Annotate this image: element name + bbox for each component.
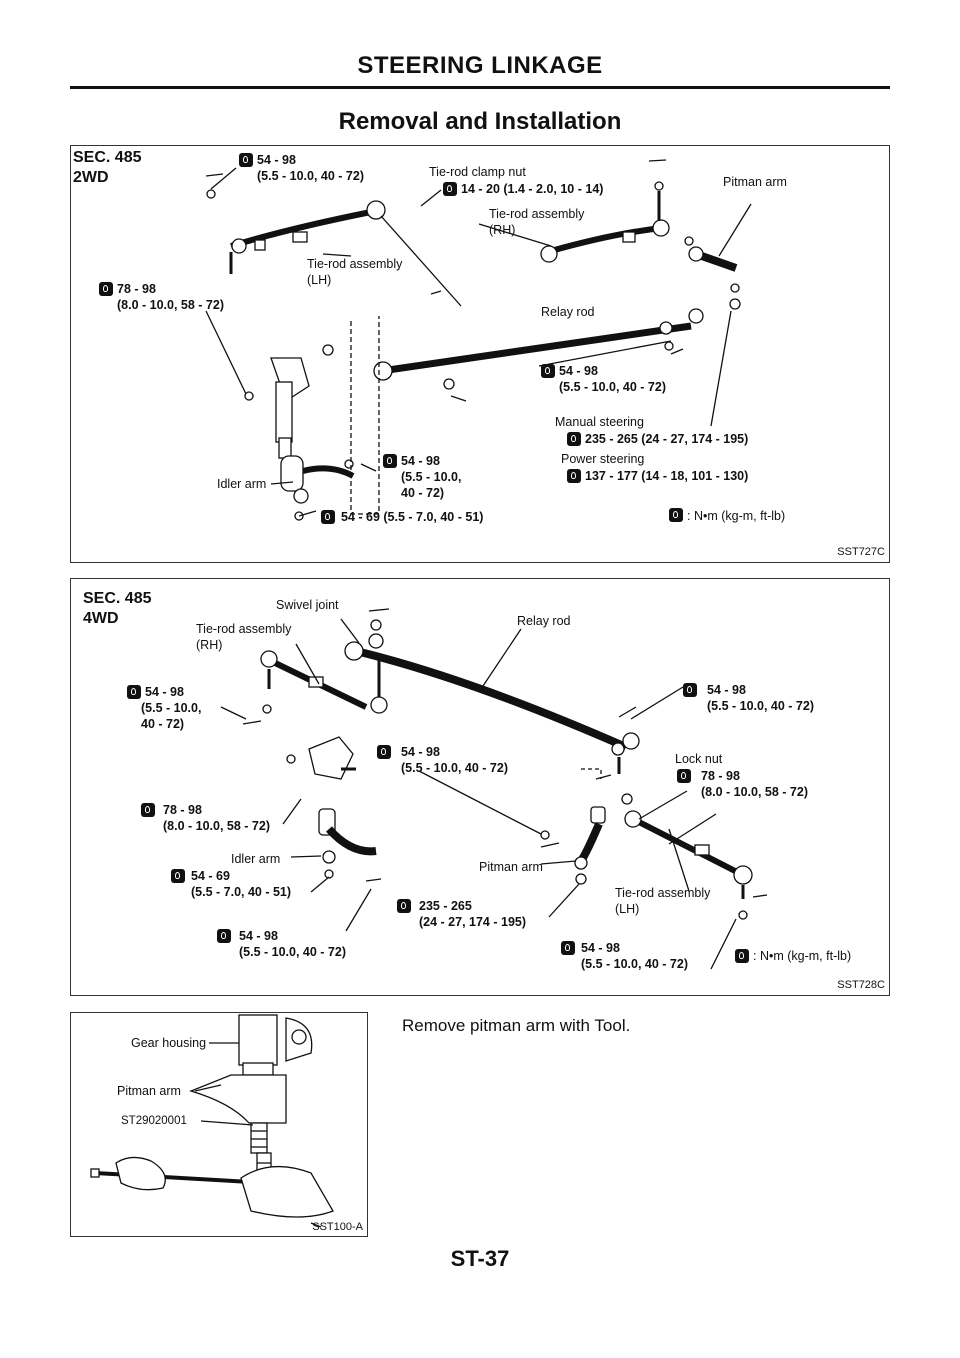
figure-4wd: SEC. 485 4WD Swivel joint Tie-rod assemb…: [70, 578, 890, 996]
fig2-torque-b: 54 - 98: [707, 683, 746, 697]
page-header-title: STEERING LINKAGE: [357, 52, 603, 79]
fig3-pitman-arm-label: Pitman arm: [117, 1084, 181, 1098]
fig2-unit-legend: : N•m (kg-m, ft-lb): [753, 949, 852, 963]
fig2-torque-d: 78 - 98: [701, 769, 740, 783]
torque-icon: [443, 182, 457, 196]
torque-icon: [541, 364, 555, 378]
torque-icon: [171, 869, 185, 883]
torque-icon: [99, 282, 113, 296]
page-number: ST-37: [450, 1246, 510, 1271]
torque-icon: [377, 745, 391, 759]
torque-icon: [397, 899, 411, 913]
fig2-torque-e: 78 - 98: [163, 803, 202, 817]
fig3-figure-code: SST100-A: [312, 1221, 363, 1233]
torque-icon: [239, 153, 253, 167]
fig1-torque-idler-spec-1: (5.5 - 10.0,: [401, 470, 462, 484]
fig1-manual-torque: 235 - 265 (24 - 27, 174 - 195): [585, 432, 749, 446]
fig2-torque-e-spec: (8.0 - 10.0, 58 - 72): [163, 819, 271, 833]
fig1-power-steering-label: Power steering: [561, 452, 645, 466]
fig1-unit-legend: : N•m (kg-m, ft-lb): [687, 509, 786, 523]
fig2-torque-b-spec: (5.5 - 10.0, 40 - 72): [707, 699, 815, 713]
fig2-tierod-rh-label: Tie-rod assembly: [196, 622, 292, 636]
fig2-torque-i: 54 - 98: [581, 941, 620, 955]
figure-2wd-drawing: [205, 159, 752, 521]
fig2-torque-d-spec: (8.0 - 10.0, 58 - 72): [701, 785, 809, 799]
fig3-gear-housing-label: Gear housing: [131, 1036, 207, 1050]
figure-2wd: SEC. 485 2WD 54 - 98 (5.5 - 10.0, 40 - 7…: [70, 145, 890, 563]
fig1-variant-label: 2WD: [73, 169, 109, 186]
fig2-torque-f-spec: (5.5 - 7.0, 40 - 51): [191, 885, 292, 899]
fig2-figure-code: SST728C: [837, 979, 885, 991]
fig2-relay-rod-label: Relay rod: [517, 614, 571, 628]
figure-tool-drawing: [90, 1014, 334, 1228]
torque-icon: [683, 683, 697, 697]
torque-icon: [561, 941, 575, 955]
fig2-tierod-lh-label: Tie-rod assembly: [615, 886, 711, 900]
fig1-tierod-lh-side: (LH): [307, 273, 332, 287]
fig2-torque-g-spec: (24 - 27, 174 - 195): [419, 915, 527, 929]
fig2-sec-label: SEC. 485: [83, 590, 152, 607]
fig2-tierod-lh-side: (LH): [615, 902, 640, 916]
torque-icon: [141, 803, 155, 817]
fig1-idler-arm-label: Idler arm: [217, 477, 267, 491]
torque-icon: [567, 469, 581, 483]
instruction-text: Remove pitman arm with Tool.: [402, 1016, 631, 1035]
torque-icon: [735, 949, 749, 963]
fig2-idler-arm-label: Idler arm: [231, 852, 281, 866]
fig2-torque-h-spec: (5.5 - 10.0, 40 - 72): [239, 945, 347, 959]
fig1-clamp-nut-label: Tie-rod clamp nut: [429, 165, 526, 179]
torque-icon: [321, 510, 335, 524]
fig2-swivel-joint-label: Swivel joint: [276, 598, 339, 612]
fig2-pitman-arm-label: Pitman arm: [479, 860, 543, 874]
fig2-torque-c-spec: (5.5 - 10.0, 40 - 72): [401, 761, 509, 775]
fig1-pitman-label: Pitman arm: [723, 175, 787, 189]
fig1-tierod-rh-side: (RH): [489, 223, 516, 237]
torque-icon: [217, 929, 231, 943]
fig1-torque-mid-spec: (5.5 - 10.0, 40 - 72): [559, 380, 667, 394]
fig1-manual-steering-label: Manual steering: [555, 415, 644, 429]
torque-icon: [669, 508, 683, 522]
fig3-tool-number-label: ST29020001: [121, 1115, 187, 1127]
fig1-torque-top-spec: (5.5 - 10.0, 40 - 72): [257, 169, 365, 183]
fig1-relay-rod-label: Relay rod: [541, 305, 595, 319]
fig2-lock-nut-label: Lock nut: [675, 752, 723, 766]
fig1-clamp-torque: 14 - 20 (1.4 - 2.0, 10 - 14): [461, 182, 604, 196]
header-divider: [70, 86, 890, 89]
fig1-torque-idler-spec-2: 40 - 72): [401, 486, 445, 500]
fig1-figure-code: SST727C: [837, 546, 885, 558]
fig1-tierod-rh-label: Tie-rod assembly: [489, 207, 585, 221]
fig2-torque-c: 54 - 98: [401, 745, 440, 759]
fig2-torque-a-spec-1: (5.5 - 10.0,: [141, 701, 202, 715]
figure-tool: Gear housing Pitman arm ST29020001 SST10…: [70, 1012, 368, 1237]
fig1-torque-idler: 54 - 98: [401, 454, 440, 468]
fig2-torque-a-spec-2: 40 - 72): [141, 717, 185, 731]
fig2-torque-h: 54 - 98: [239, 929, 278, 943]
fig2-torque-i-spec: (5.5 - 10.0, 40 - 72): [581, 957, 689, 971]
section-title: Removal and Installation: [338, 108, 622, 135]
fig2-tierod-rh-side: (RH): [196, 638, 223, 652]
torque-icon: [383, 454, 397, 468]
torque-icon: [677, 769, 691, 783]
fig2-torque-g: 235 - 265: [419, 899, 472, 913]
fig1-torque-mid: 54 - 98: [559, 364, 598, 378]
fig2-torque-a: 54 - 98: [145, 685, 184, 699]
torque-icon: [567, 432, 581, 446]
fig1-tierod-lh-label: Tie-rod assembly: [307, 257, 403, 271]
fig2-torque-f: 54 - 69: [191, 869, 230, 883]
torque-icon: [127, 685, 141, 699]
fig1-torque-left: 78 - 98: [117, 282, 156, 296]
fig1-torque-bottom: 54 - 69 (5.5 - 7.0, 40 - 51): [341, 510, 484, 524]
fig1-power-torque: 137 - 177 (14 - 18, 101 - 130): [585, 469, 749, 483]
fig1-sec-label: SEC. 485: [73, 149, 142, 166]
figure-4wd-drawing: [220, 608, 768, 970]
fig1-torque-top: 54 - 98: [257, 153, 296, 167]
fig2-variant-label: 4WD: [83, 610, 119, 627]
fig1-torque-left-spec: (8.0 - 10.0, 58 - 72): [117, 298, 225, 312]
